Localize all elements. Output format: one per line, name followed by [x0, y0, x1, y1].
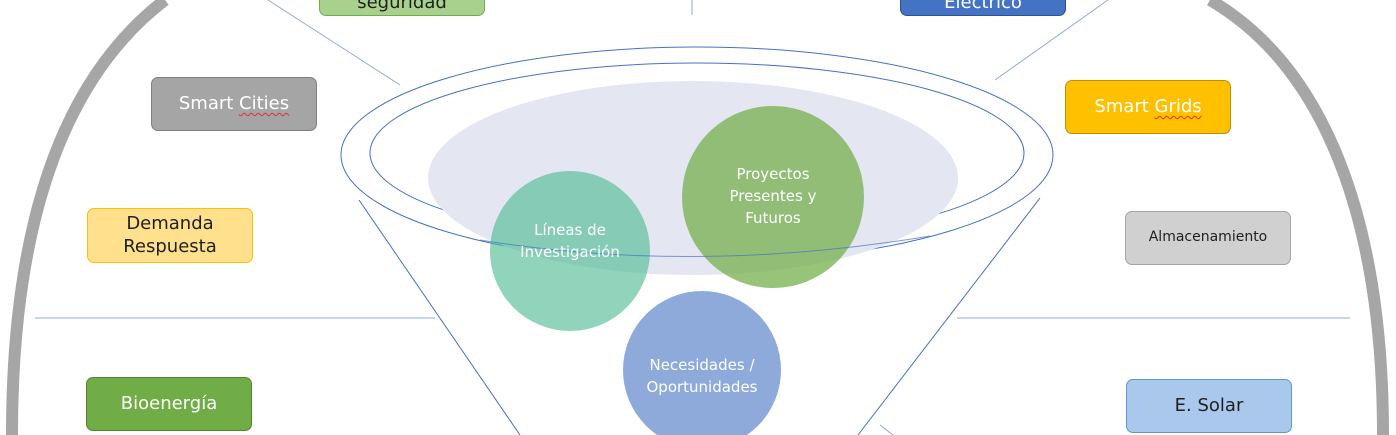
- divider-bottom-right: [879, 424, 894, 435]
- funnel-left-side: [358, 199, 521, 435]
- outer-ring-right: [1206, 0, 1389, 435]
- necesidades-line-1: Necesidades /: [649, 356, 755, 375]
- smart-cities-word-1: Smart: [178, 92, 234, 114]
- box-almacenamiento-label: Almacenamiento: [1148, 229, 1268, 246]
- lineas-line-1: Líneas de: [534, 221, 606, 240]
- box-seguridad: seguridad: [319, 0, 485, 16]
- box-smart-grids-label: Smart Grids: [1094, 96, 1201, 119]
- box-electrico: Eléctrico: [900, 0, 1066, 16]
- funnel-right-side: [857, 197, 1041, 435]
- smart-cities-word-2: Cities: [239, 92, 290, 114]
- demanda-line-2: Respuesta: [123, 235, 217, 257]
- smart-grids-word-2: Grids: [1154, 95, 1202, 117]
- box-bioenergia-label: Bioenergía: [120, 392, 218, 414]
- proyectos-line-1: Proyectos: [736, 165, 810, 184]
- proyectos-circle: [682, 106, 864, 288]
- lineas-line-2: Investigación: [520, 243, 620, 261]
- proyectos-line-3: Futuros: [745, 208, 801, 227]
- demanda-line-1: Demanda: [126, 213, 214, 234]
- box-seguridad-label: seguridad: [357, 0, 447, 13]
- necesidades-label: Necesidades / Oportunidades: [632, 352, 772, 402]
- box-demanda-respuesta: Demanda Respuesta: [87, 208, 253, 263]
- smart-grids-word-1: Smart: [1094, 95, 1149, 117]
- box-electrico-label: Eléctrico: [944, 0, 1022, 13]
- lineas-label: Líneas de Investigación: [505, 212, 635, 272]
- box-smart-grids: Smart Grids: [1065, 80, 1231, 134]
- proyectos-line-2: Presentes y: [729, 187, 817, 206]
- box-smart-cities: Smart Cities: [151, 77, 317, 131]
- box-bioenergia: Bioenergía: [86, 377, 252, 431]
- divider-top-right: [994, 0, 1109, 81]
- outer-ring-left: [6, 0, 169, 435]
- divider-lines: [35, 0, 1350, 435]
- necesidades-circle: [623, 291, 781, 435]
- box-e-solar-label: E. Solar: [1174, 394, 1244, 416]
- proyectos-label: Proyectos Presentes y Futuros: [703, 160, 843, 234]
- box-smart-cities-label: Smart Cities: [179, 93, 289, 116]
- necesidades-line-2: Oportunidades: [646, 378, 758, 396]
- box-e-solar: E. Solar: [1126, 379, 1292, 433]
- box-almacenamiento: Almacenamiento: [1125, 211, 1291, 265]
- funnel-inner-ellipse-front: [479, 235, 931, 258]
- divider-top-left: [267, 0, 401, 86]
